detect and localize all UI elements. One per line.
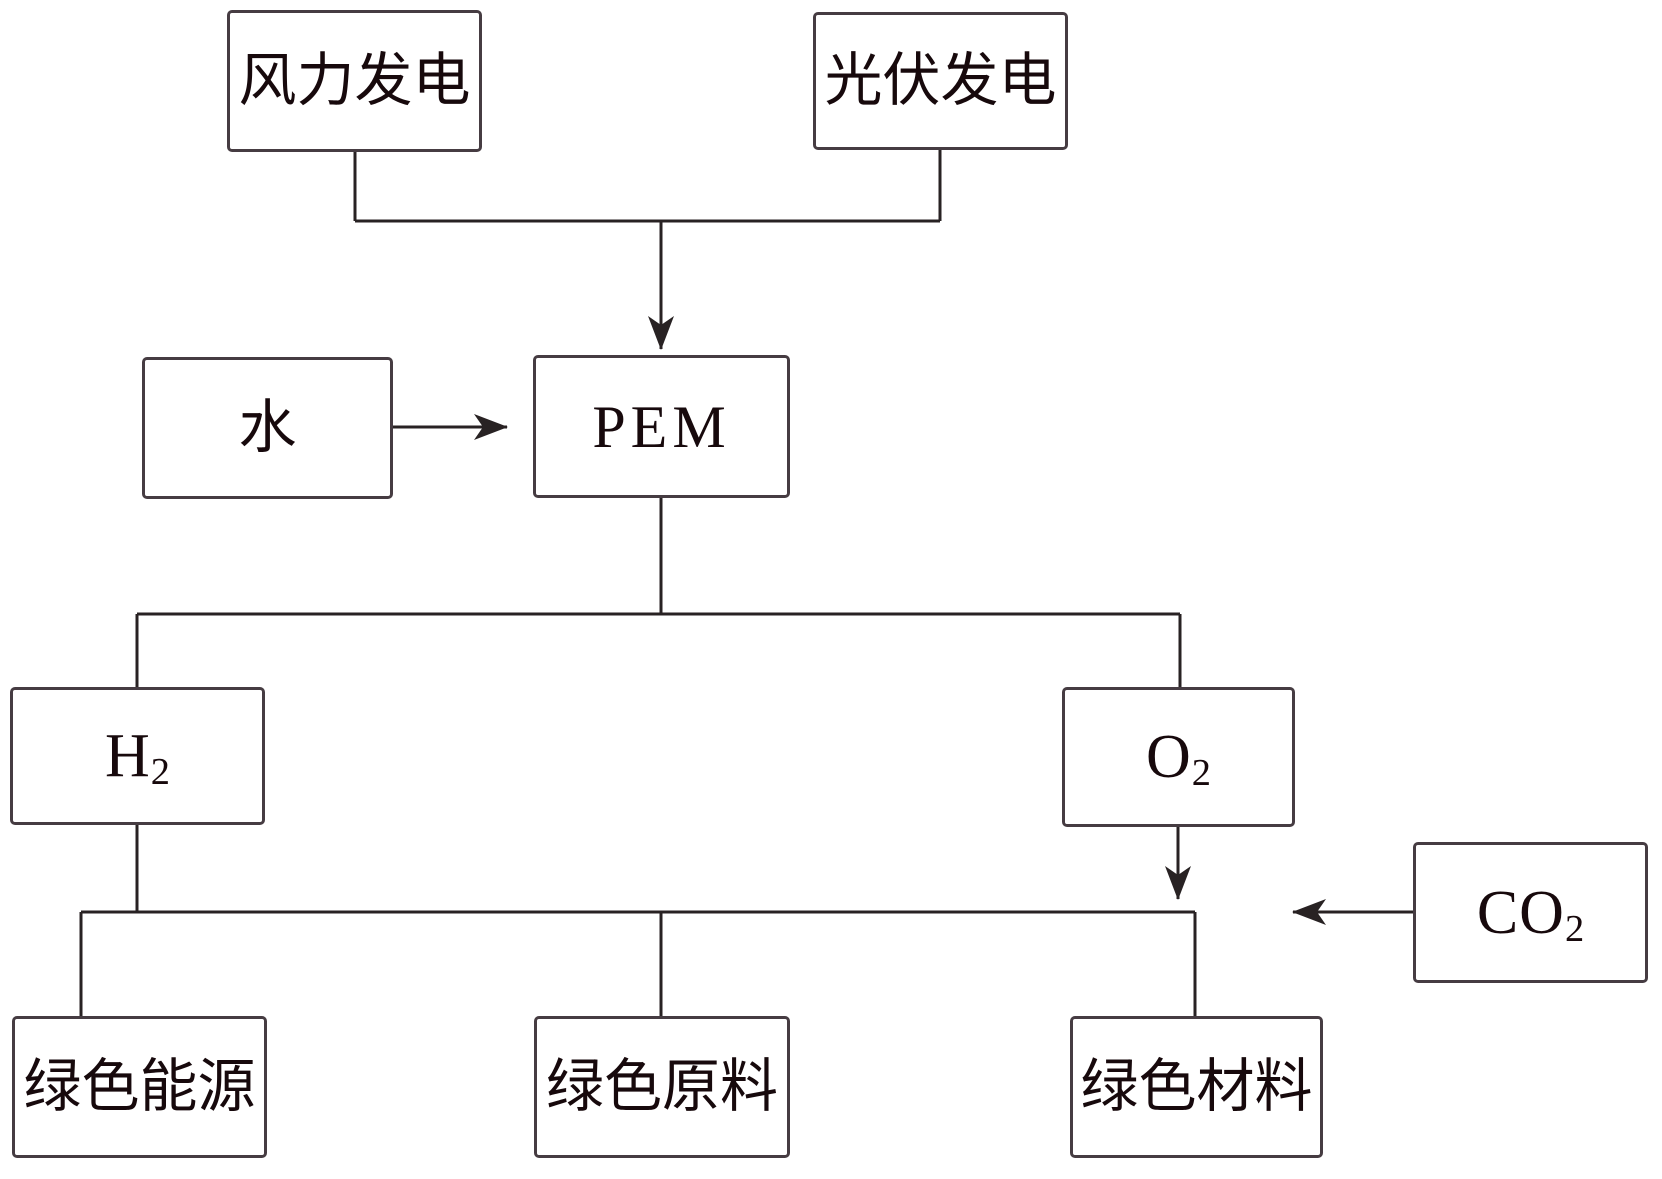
node-oxygen-label: O2 [1146, 723, 1211, 795]
node-green-energy-label: 绿色能源 [23, 1054, 256, 1119]
node-photovoltaic-power-label: 光伏发电 [824, 48, 1057, 113]
node-carbon-dioxide-label: CO2 [1476, 878, 1585, 950]
node-pem-label: PEM [592, 393, 731, 460]
node-green-material-label: 绿色材料 [1080, 1054, 1313, 1119]
node-pem-electrolyzer: PEM [533, 355, 790, 498]
node-carbon-dioxide: CO2 [1413, 842, 1648, 983]
node-water-label: 水 [238, 395, 297, 460]
node-water: 水 [142, 357, 393, 499]
node-green-raw-material: 绿色原料 [534, 1016, 790, 1158]
node-green-energy: 绿色能源 [12, 1016, 267, 1158]
node-hydrogen: H2 [10, 687, 265, 825]
node-green-material: 绿色材料 [1070, 1016, 1323, 1158]
node-hydrogen-label: H2 [105, 722, 170, 794]
node-oxygen: O2 [1062, 687, 1295, 827]
node-wind-power-label: 风力发电 [238, 48, 471, 113]
node-wind-power: 风力发电 [227, 10, 482, 152]
node-green-raw-material-label: 绿色原料 [545, 1054, 778, 1119]
node-photovoltaic-power: 光伏发电 [813, 12, 1068, 150]
